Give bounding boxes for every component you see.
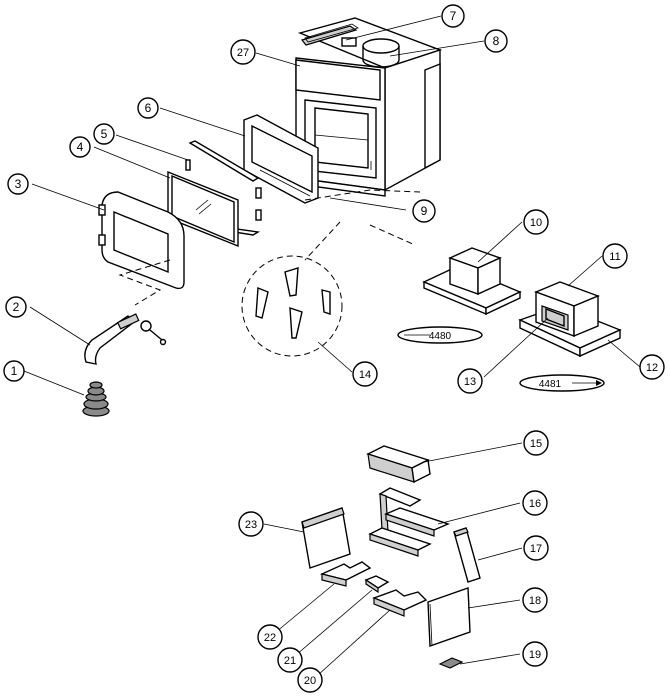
brick-18-part [427,587,471,647]
model-label-4480: 4480 [397,326,483,344]
svg-text:7: 7 [450,9,457,23]
brick-20-part [372,589,428,617]
svg-text:1: 1 [11,364,18,378]
svg-text:15: 15 [530,438,542,450]
callout-15: 15 [523,430,549,456]
spring-knob-part [82,381,110,417]
brick-17-part [453,527,481,583]
svg-text:6: 6 [145,101,152,115]
brick-15-part [366,445,431,484]
svg-text:5: 5 [101,127,108,141]
callout-27: 27 [230,39,256,65]
callout-17: 17 [523,535,549,561]
kit-4480-part [422,247,522,316]
model-4480-text: 4480 [429,331,452,342]
svg-text:11: 11 [609,251,620,263]
svg-text:16: 16 [529,498,541,510]
svg-text:21: 21 [284,655,296,667]
brick-23-part [301,507,351,569]
callout-7: 7 [441,4,465,28]
svg-text:20: 20 [304,675,316,687]
callout-1: 1 [3,360,25,382]
callout-20: 20 [297,667,323,693]
svg-text:10: 10 [530,217,542,229]
callout-5: 5 [93,123,115,145]
svg-text:9: 9 [421,204,428,218]
brick-16-part [368,487,450,557]
callout-14: 14 [352,361,378,387]
glass-panel-part [167,170,239,248]
model-4481-text: 4481 [539,379,562,390]
callout-22: 22 [257,624,283,650]
svg-text:22: 22 [264,632,276,644]
svg-text:27: 27 [237,47,249,59]
svg-text:17: 17 [530,543,542,555]
brick-19-part [438,657,464,669]
callout-6: 6 [137,97,159,119]
callout-11: 11 [602,243,628,269]
door-front-part [98,191,185,290]
svg-text:14: 14 [359,369,371,381]
callout-8: 8 [484,29,508,53]
svg-text:23: 23 [245,519,257,531]
kit-4481-part [518,281,622,358]
svg-text:18: 18 [529,595,541,607]
callout-23: 23 [238,511,264,537]
callout-2: 2 [5,296,27,318]
handle-part [84,313,167,365]
svg-text:13: 13 [464,376,476,388]
brick-21-part [364,575,390,594]
svg-text:3: 3 [15,177,22,191]
callout-10: 10 [523,209,549,235]
brick-22-part [319,561,372,587]
svg-text:2: 2 [13,300,20,314]
leader-lines [23,15,641,676]
callout-3: 3 [7,173,29,195]
callout-12: 12 [639,354,665,380]
callout-19: 19 [522,641,548,667]
callout-9: 9 [412,199,436,223]
svg-text:12: 12 [646,362,658,374]
svg-text:4: 4 [77,140,84,154]
svg-text:19: 19 [529,649,541,661]
callout-18: 18 [522,587,548,613]
callout-16: 16 [522,490,548,516]
callout-4: 4 [69,136,91,158]
svg-text:8: 8 [493,34,500,48]
callout-13: 13 [457,368,483,394]
stove-body [295,17,443,197]
callout-21: 21 [277,647,303,673]
model-label-4481: 4481 [519,374,605,392]
baffle-group-part [241,255,343,357]
